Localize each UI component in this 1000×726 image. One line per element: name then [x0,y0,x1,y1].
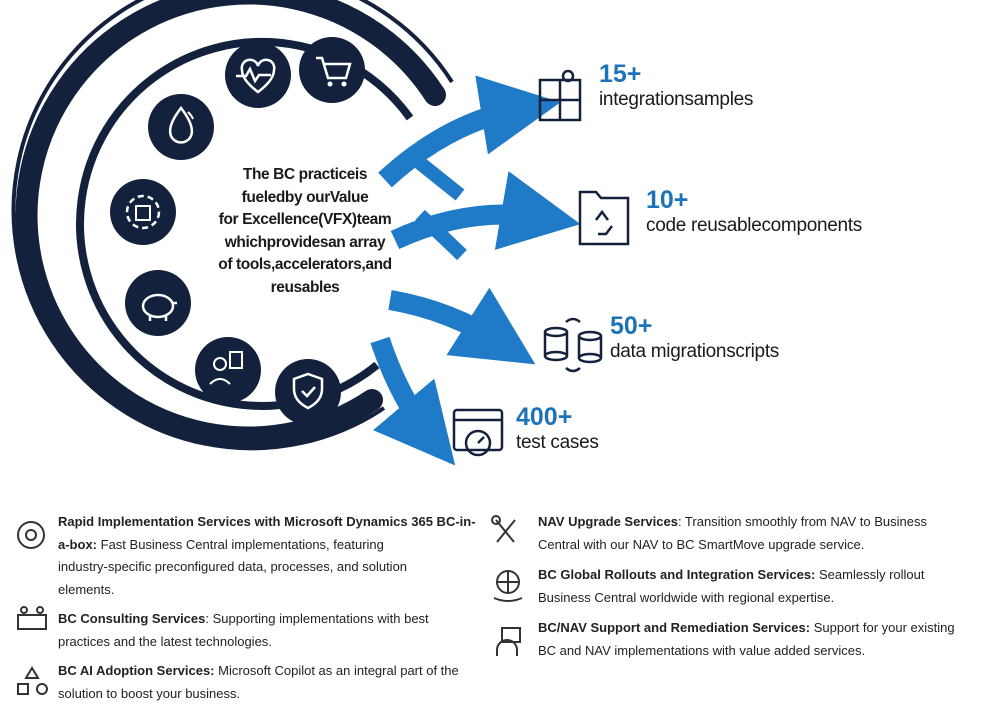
stat-number: 15+ [599,60,642,88]
globe-hand-icon [493,570,523,602]
service-text: : Transition smoothly from NAV to Busine… [538,514,927,552]
ring [11,0,454,451]
service-title: BC/NAV Support and Remediation Services: [538,620,811,635]
recycle-gear-icon [110,179,176,245]
meeting-icon [17,606,47,630]
stat-label: test cases [516,432,599,453]
service-text: Support for your existing BC and NAV imp… [538,620,955,658]
service-global-rollouts: BC Global Rollouts and Integration Servi… [538,564,968,609]
arrow-3 [388,287,536,365]
service-text: elements. [58,581,115,597]
service-title: BC Consulting Services [58,611,206,626]
center-line: of tools,accelerators,and [218,256,392,273]
stat-number: 400+ [516,403,573,431]
stat-label: code reusablecomponents [646,215,862,236]
folder-recycle-icon [578,190,630,246]
arrow-2 [390,171,581,250]
service-title: NAV Upgrade Services [538,514,678,529]
stat-integration-samples: 15+ integrationsamples [599,60,753,112]
center-line: reusables [270,278,340,296]
service-ai-adoption: BC AI Adoption Services: Microsoft Copil… [58,660,478,705]
arrow-4 [370,336,456,466]
stat-reusable-components: 10+ code reusablecomponents [646,186,862,238]
database-sync-icon [543,317,603,373]
service-title: BC AI Adoption Services: [58,663,215,678]
arrows [370,75,581,466]
engineer-checklist-icon [195,337,261,403]
stat-number: 10+ [646,186,689,214]
service-rapid-implementation: Rapid Implementation Services with Micro… [58,511,478,601]
service-title: BC Global Rollouts and Integration Servi… [538,567,816,582]
arrow-connector-a [405,149,465,201]
stat-number: 50+ [610,312,653,340]
service-text: industry-specific preconfigured data, pr… [58,559,408,574]
center-line: fueledby ourValue [241,188,369,206]
service-title: Rapid Implementation Services with Micro… [58,514,476,552]
service-nav-upgrade: NAV Upgrade Services: Transition smoothl… [538,511,968,556]
service-text: Microsoft Copilot as an integral part of… [58,663,459,701]
gear-cycle-icon [17,521,45,549]
service-text: : Supporting implementations with best p… [58,611,429,649]
shopping-cart-icon [299,37,365,103]
piggy-bank-icon [125,270,191,336]
center-caption: The BC practiceis fueledby ourValue for … [205,164,405,299]
center-line: for Excellence(VFX)team [218,211,392,228]
stat-label: data migrationscripts [610,341,779,362]
water-drop-icon [148,94,214,160]
stat-migration-scripts: 50+ data migrationscripts [610,312,779,364]
stat-test-cases: 400+ test cases [516,403,599,455]
service-consulting: BC Consulting Services: Supporting imple… [58,608,478,653]
arrow-connector-b [415,209,467,261]
service-support-remediation: BC/NAV Support and Remediation Services:… [538,617,968,662]
shield-check-icon [275,359,341,425]
center-line: The BC practiceis [242,166,368,183]
service-text: Seamlessly rollout Business Central worl… [538,567,925,605]
support-headset-icon [496,627,521,656]
browser-gauge-icon [452,408,504,457]
tools-icon [491,515,516,543]
stat-label: integrationsamples [599,89,754,110]
puzzle-icon [538,69,582,122]
service-text: Fast Business Central implementations, f… [100,536,384,552]
ai-nodes-icon [17,666,48,695]
heart-monitor-icon [225,42,291,108]
center-line: whichprovidesan array [224,233,386,251]
arrow-1 [378,75,561,188]
